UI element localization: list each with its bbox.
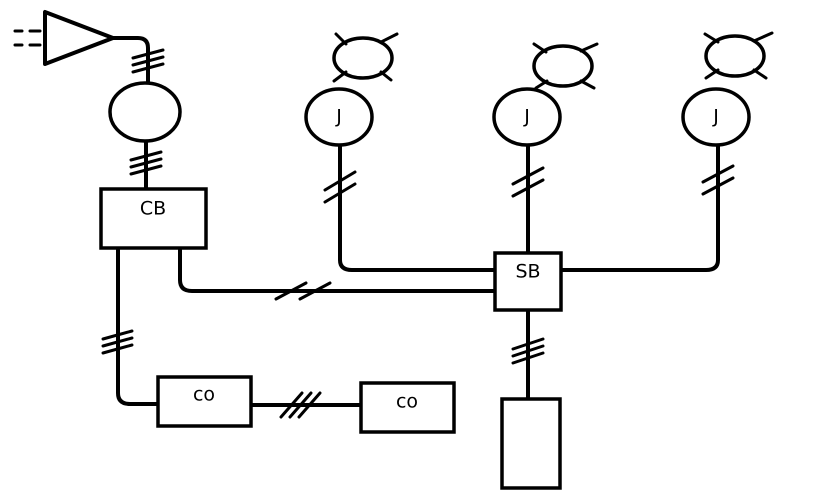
- wire-amp-to-node: [111, 36, 150, 86]
- j-left-label: J: [335, 106, 342, 128]
- j-node-left: J: [304, 87, 374, 147]
- amplifier-triangle-icon: [13, 10, 115, 66]
- co-box-right: co: [359, 381, 456, 434]
- co-left-label: co: [193, 384, 215, 406]
- lamp-ellipse-icon: [703, 31, 774, 80]
- ticks-j-right: [701, 164, 735, 196]
- co-right-label: co: [396, 391, 418, 413]
- wire-j-left-to-sb: [338, 143, 498, 272]
- node-circle: [108, 81, 182, 143]
- ticks-j-middle: [511, 166, 545, 198]
- wire-j-right-to-sb: [558, 143, 720, 272]
- j-node-right: J: [681, 87, 751, 147]
- ticks-cb-co: [101, 329, 134, 355]
- cb-box: CB: [99, 187, 208, 250]
- lamp-ellipse-icon: [532, 42, 599, 90]
- ticks-cb-sb: [274, 281, 332, 301]
- j-node-middle: J: [492, 87, 562, 147]
- ticks-amp-node: [131, 48, 165, 74]
- conductor-ticks: [101, 48, 735, 419]
- wire-cb-to-co: [116, 248, 160, 406]
- sb-box: SB: [493, 251, 563, 312]
- ticks-sb-device: [511, 337, 545, 365]
- j-middle-label: J: [523, 106, 530, 128]
- ticks-j-left: [323, 170, 357, 204]
- ticks-co-co: [279, 391, 322, 419]
- sb-label: SB: [515, 261, 540, 283]
- co-box-left: co: [156, 375, 253, 428]
- connection-wires: [111, 36, 720, 407]
- cb-label: CB: [140, 198, 166, 220]
- lamp-ellipse-icon: [332, 32, 399, 83]
- ticks-node-cb: [129, 150, 163, 176]
- device-box: [500, 397, 562, 490]
- wire-cb-to-sb: [178, 248, 498, 293]
- j-right-label: J: [712, 106, 719, 128]
